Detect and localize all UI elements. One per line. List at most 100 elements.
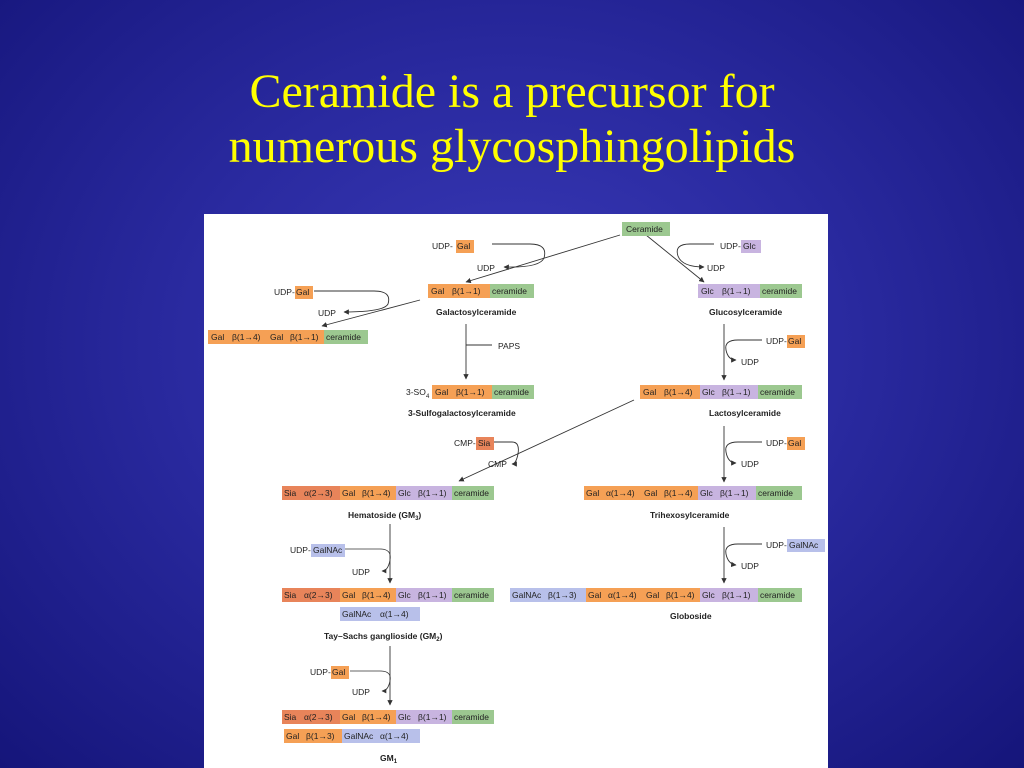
cmp-sia-prefix: CMP- bbox=[454, 438, 476, 448]
lactosylceramide-name: Lactosylceramide bbox=[709, 408, 781, 418]
udp-gal-lac-prefix: UDP- bbox=[766, 336, 787, 346]
galactosylceramide-name: Galactosylceramide bbox=[436, 307, 517, 317]
gm1-gal: Gal bbox=[342, 712, 355, 722]
lac-link1: β(1→4) bbox=[664, 387, 693, 397]
galgal-ceramide: ceramide bbox=[326, 332, 361, 342]
udp-gal-tri-sugar: Gal bbox=[788, 438, 801, 448]
gm1-branch-galnac: GalNAc bbox=[344, 731, 374, 741]
glob-link4: β(1→1) bbox=[722, 590, 751, 600]
cmp-sia-sugar: Sia bbox=[478, 438, 491, 448]
gm1-branch-link1: β(1→3) bbox=[306, 731, 335, 741]
udp-gal-left-sugar: Gal bbox=[457, 241, 470, 251]
gm2-glc: Glc bbox=[398, 590, 412, 600]
gm2-gal: Gal bbox=[342, 590, 355, 600]
gm1-sia: Sia bbox=[284, 712, 297, 722]
title-line-1: Ceramide is a precursor for bbox=[249, 65, 775, 118]
trihex-link1: α(1→4) bbox=[606, 488, 635, 498]
glucosylceramide-name: Glucosylceramide bbox=[709, 307, 783, 317]
trihex-ceramide: ceramide bbox=[758, 488, 793, 498]
title-line-2: numerous glycosphingolipids bbox=[228, 120, 796, 173]
lac-link2: β(1→1) bbox=[722, 387, 751, 397]
hematoside-name: Hematoside (GM3) bbox=[348, 510, 421, 522]
galgal-gal1: Gal bbox=[211, 332, 224, 342]
udp-galnac-l-sugar: GalNAc bbox=[313, 545, 343, 555]
ceramide-box bbox=[622, 222, 670, 236]
gm2-link3: β(1→1) bbox=[418, 590, 447, 600]
gm3-sia: Sia bbox=[284, 488, 297, 498]
glob-ceramide: ceramide bbox=[760, 590, 795, 600]
gm1-branch-link2: α(1→4) bbox=[380, 731, 409, 741]
lactosylceramide-chain: Gal β(1→4) Glc β(1→1) ceramide bbox=[640, 385, 802, 399]
gm3-chain: Sia α(2→3) Gal β(1→4) Glc β(1→1) ceramid… bbox=[282, 486, 494, 500]
gm2-link1: α(2→3) bbox=[304, 590, 333, 600]
trihex-glc: Glc bbox=[700, 488, 714, 498]
udp-gal-lac-sugar: Gal bbox=[788, 336, 801, 346]
udp-gal-gm1-prefix: UDP- bbox=[310, 667, 331, 677]
udp-galnac-r-sugar: GalNAc bbox=[789, 540, 819, 550]
glob-link1: β(1→3) bbox=[548, 590, 577, 600]
galgal-link2: β(1→1) bbox=[290, 332, 319, 342]
gm2-galnac: GalNAc bbox=[342, 609, 372, 619]
gm3-ceramide: ceramide bbox=[454, 488, 489, 498]
galgal-gal2: Gal bbox=[270, 332, 283, 342]
gm1-link3: β(1→1) bbox=[418, 712, 447, 722]
trihex-gal1: Gal bbox=[586, 488, 599, 498]
globoside-name: Globoside bbox=[670, 611, 712, 621]
udp-gal-far-prefix: UDP- bbox=[274, 287, 295, 297]
gm1-link2: β(1→4) bbox=[362, 712, 391, 722]
udp-gal-tri-prefix: UDP- bbox=[766, 438, 787, 448]
udp-glc-prefix: UDP- bbox=[720, 241, 741, 251]
glob-galnac: GalNAc bbox=[512, 590, 542, 600]
pathway-arrows bbox=[314, 234, 762, 706]
udp-glob-product: UDP bbox=[741, 561, 759, 571]
trihex-link3: β(1→1) bbox=[720, 488, 749, 498]
udp-tri-product: UDP bbox=[741, 459, 759, 469]
glccer-glc: Glc bbox=[701, 286, 715, 296]
galactosylceramide-chain: Gal β(1→1) ceramide bbox=[428, 284, 534, 298]
gm3-link2: β(1→4) bbox=[362, 488, 391, 498]
sulfo-so: 3-SO bbox=[406, 387, 426, 397]
lac-ceramide: ceramide bbox=[760, 387, 795, 397]
galgal-link1: β(1→4) bbox=[232, 332, 261, 342]
tay-sachs-name: Tay–Sachs ganglioside (GM2) bbox=[324, 631, 443, 643]
glob-gal1: Gal bbox=[588, 590, 601, 600]
glob-link3: β(1→4) bbox=[666, 590, 695, 600]
galcer-ceramide: ceramide bbox=[492, 286, 527, 296]
gm1-glc: Glc bbox=[398, 712, 412, 722]
udp-gm1-product: UDP bbox=[352, 687, 370, 697]
sulfogalactosylceramide-chain: 3-SO 4 Gal β(1→1) ceramide bbox=[406, 385, 534, 400]
paps-label: PAPS bbox=[498, 341, 520, 351]
lac-glc: Glc bbox=[702, 387, 716, 397]
gm1-ceramide: ceramide bbox=[454, 712, 489, 722]
trihexosylceramide-chain: Gal α(1→4) Gal β(1→4) Glc β(1→1) ceramid… bbox=[584, 486, 802, 500]
udp-right-product: UDP bbox=[707, 263, 725, 273]
gm2-chain: Sia α(2→3) Gal β(1→4) Glc β(1→1) ceramid… bbox=[282, 588, 494, 621]
cmp-product: CMP bbox=[488, 459, 507, 469]
gm2-galnac-link: α(1→4) bbox=[380, 609, 409, 619]
udp-gal-far-sugar: Gal bbox=[296, 287, 309, 297]
glob-gal2: Gal bbox=[646, 590, 659, 600]
gm2-ceramide: ceramide bbox=[454, 590, 489, 600]
glycosphingolipid-pathway-diagram: Ceramide UDP- Gal UDP UDP- Glc UDP Gal β… bbox=[204, 214, 828, 768]
udp-left-product: UDP bbox=[477, 263, 495, 273]
lac-gal: Gal bbox=[643, 387, 656, 397]
udp-far-product: UDP bbox=[318, 308, 336, 318]
sulfo-ceramide: ceramide bbox=[494, 387, 529, 397]
gm3-link3: β(1→1) bbox=[418, 488, 447, 498]
gm1-link1: α(2→3) bbox=[304, 712, 333, 722]
glob-glc: Glc bbox=[702, 590, 716, 600]
udp-galnac-r-prefix: UDP- bbox=[766, 540, 787, 550]
udp-gal-left-prefix: UDP- bbox=[432, 241, 453, 251]
trihexosylceramide-name: Trihexosylceramide bbox=[650, 510, 730, 520]
gm3-link1: α(2→3) bbox=[304, 488, 333, 498]
sulfo-link: β(1→1) bbox=[456, 387, 485, 397]
galgalceramide-chain: Gal β(1→4) Gal β(1→1) ceramide bbox=[208, 330, 368, 344]
sulfo-gal: Gal bbox=[435, 387, 448, 397]
ceramide-label: Ceramide bbox=[626, 224, 663, 234]
gm3-glc: Glc bbox=[398, 488, 412, 498]
sulfo-sub: 4 bbox=[426, 394, 430, 400]
slide-title: Ceramide is a precursor for numerous gly… bbox=[0, 64, 1024, 174]
gm2-link2: β(1→4) bbox=[362, 590, 391, 600]
trihex-gal2: Gal bbox=[644, 488, 657, 498]
globoside-chain: GalNAc β(1→3) Gal α(1→4) Gal β(1→4) Glc … bbox=[510, 588, 802, 602]
